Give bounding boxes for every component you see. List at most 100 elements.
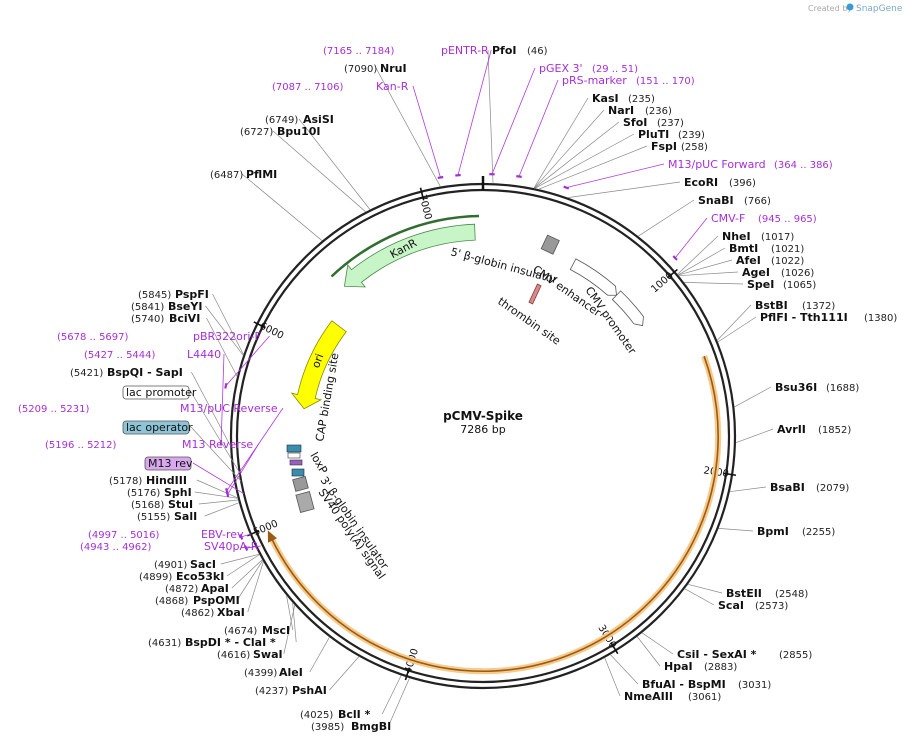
boxed-feature-box-lac-promoter bbox=[122, 385, 190, 400]
enzyme-leader-sali bbox=[204, 502, 240, 517]
enzyme-pos-pflmi: (6487) bbox=[210, 170, 243, 181]
spike-cds-arrowhead bbox=[267, 530, 277, 543]
enzyme-leader-bmgbi bbox=[388, 677, 410, 727]
plasmid-name: pCMV-Spike bbox=[443, 409, 523, 423]
sv40-polya-box bbox=[295, 491, 315, 513]
enzyme-site-bcivi: BciVI (5740) bbox=[131, 312, 238, 377]
enzyme-site-bstbi: BstBI(1372) bbox=[716, 299, 835, 341]
enzyme-leader-pluti bbox=[534, 133, 635, 189]
lac-promoter-box bbox=[286, 444, 302, 453]
enzyme-name-pflmi: PflMI bbox=[246, 168, 277, 181]
boxed-feature-label-lac-operator: lac operator bbox=[126, 421, 193, 434]
boxed-feature-label-m13-rev: M13 rev bbox=[148, 457, 193, 470]
primer-range-m13-puc-reverse: (5209 .. 5231) bbox=[18, 404, 90, 415]
enzyme-name-bpu10i: Bpu10I bbox=[277, 125, 321, 138]
enzyme-leader-nrui bbox=[375, 67, 441, 187]
enzyme-site-sfoi: SfoI(237) bbox=[534, 116, 684, 189]
enzyme-pos-spei: (1065) bbox=[783, 280, 816, 291]
enzyme-leader-pspfi bbox=[212, 293, 244, 355]
annotation-labels: PfoI(46)NruI(7090)AsiSI(6749)Bpu10I(6727… bbox=[18, 44, 897, 733]
enzyme-pos-afei: (1022) bbox=[771, 256, 804, 267]
enzyme-name-apai: ApaI bbox=[201, 582, 229, 595]
boxed-feature-lac-operator: lac operator bbox=[122, 420, 242, 482]
enzyme-pos-kasi: (235) bbox=[628, 94, 655, 105]
enzyme-name-agei: AgeI bbox=[742, 266, 770, 279]
primer-bind-site-m13-reverse bbox=[225, 491, 230, 498]
enzyme-leader-bfuai-bspmi bbox=[610, 654, 639, 685]
primer-name-prs-marker: pRS-marker bbox=[562, 74, 627, 87]
boxed-feature-box-lac-operator bbox=[122, 420, 190, 435]
enzyme-pos-apai: (4872) bbox=[165, 584, 198, 595]
primer-pbr322ori-f: pBR322ori-F(5678 .. 5697) bbox=[57, 330, 270, 389]
enzyme-name-afei: AfeI bbox=[736, 254, 761, 267]
enzyme-site-hindiii: HindIII(5178) bbox=[109, 474, 238, 499]
enzyme-leader-eco53ki bbox=[226, 554, 260, 577]
enzyme-pos-bsabi: (2079) bbox=[816, 483, 849, 494]
enzyme-name-asisi: AsiSI bbox=[303, 113, 334, 126]
primer-name-pbr322ori-f: pBR322ori-F bbox=[193, 330, 261, 343]
enzyme-leader-saci bbox=[220, 553, 260, 565]
primer-leader-l4440 bbox=[220, 353, 225, 443]
primer-pentr-r: pENTR-R(7165 .. 7184) bbox=[323, 44, 492, 177]
enzyme-pos-bstbi: (1372) bbox=[802, 301, 835, 312]
enzyme-leader-ecori bbox=[567, 181, 681, 198]
enzyme-name-bsu36i: Bsu36I bbox=[775, 381, 817, 394]
enzyme-name-bcivi: BciVI bbox=[169, 312, 200, 325]
enzyme-name-sali: SalI bbox=[174, 510, 197, 523]
primer-sv40pa-r: SV40pA-R(4943 .. 4962) bbox=[80, 540, 261, 553]
enzyme-pos-msci: (4674) bbox=[224, 626, 257, 637]
tick-mark-6000 bbox=[253, 321, 266, 329]
enzyme-leader-hpai bbox=[636, 636, 661, 667]
enzyme-name-bmgbi: BmgBI bbox=[351, 720, 391, 733]
primer-leader-m13-reverse bbox=[227, 443, 259, 495]
primer-leader-kan-r bbox=[412, 85, 441, 178]
enzyme-pos-xbai: (4862) bbox=[181, 608, 214, 619]
enzyme-leader-bcivi bbox=[206, 317, 238, 377]
enzyme-leader-nari bbox=[533, 109, 605, 189]
enzyme-site-nari: NarI(236) bbox=[533, 104, 672, 189]
enzyme-site-nrui: NruI(7090) bbox=[344, 62, 441, 187]
enzyme-pos-saci: (4901) bbox=[154, 560, 187, 571]
enzyme-site-csii-sexai: CsiI - SexAI *(2855) bbox=[641, 632, 812, 661]
enzyme-leader-snabi bbox=[638, 199, 695, 237]
tick-mark-5000 bbox=[246, 530, 260, 537]
primer-range-m13-reverse: (5196 .. 5212) bbox=[45, 440, 117, 451]
enzyme-name-msci: MscI bbox=[262, 624, 290, 637]
enzyme-leader-avrii bbox=[735, 428, 774, 444]
tick-label-5000: 5000 bbox=[252, 518, 280, 538]
plasmid-length: 7286 bp bbox=[460, 423, 505, 436]
enzyme-name-bsabi: BsaBI bbox=[770, 481, 805, 494]
enzyme-leader-scai bbox=[684, 588, 715, 606]
kanr-direction-line bbox=[330, 214, 480, 278]
thrombin-site-box bbox=[528, 283, 542, 305]
enzyme-pos-stui: (5168) bbox=[131, 500, 164, 511]
primer-range-l4440: (5427 .. 5444) bbox=[84, 350, 156, 361]
enzyme-site-bmgbi: BmgBI(3985) bbox=[311, 677, 410, 733]
enzyme-site-snabi: SnaBI(766) bbox=[638, 194, 771, 237]
boxed-feature-leader-m13-rev bbox=[192, 462, 245, 495]
enzyme-name-pfoi: PfoI bbox=[492, 44, 517, 57]
primer-m13-puc-forward: M13/pUC Forward(364 .. 386) bbox=[563, 158, 833, 190]
primer-range-m13-puc-forward: (364 .. 386) bbox=[774, 160, 833, 171]
primer-l4440: L4440(5427 .. 5444) bbox=[84, 348, 225, 446]
enzyme-site-swai: SwaI(4616) bbox=[217, 604, 296, 661]
enzyme-site-xbai: XbaI(4862) bbox=[181, 561, 264, 619]
enzyme-leader-bsteii bbox=[687, 583, 723, 594]
enzyme-leader-bcli bbox=[381, 675, 402, 715]
enzyme-pos-csii-sexai: (2855) bbox=[779, 650, 812, 661]
enzyme-leader-csii-sexai bbox=[641, 632, 674, 655]
primer-range-sv40pa-r: (4943 .. 4962) bbox=[80, 542, 152, 553]
enzyme-leader-nmeaiii bbox=[604, 657, 621, 697]
primer-name-cmv-f: CMV-F bbox=[711, 212, 745, 225]
enzyme-site-sphi: SphI(5176) bbox=[127, 486, 238, 499]
boxed-feature-box-m13-rev bbox=[144, 456, 192, 471]
enzyme-pos-pluti: (239) bbox=[678, 130, 705, 141]
primer-leader-cmv-f bbox=[674, 217, 708, 259]
enzyme-pos-bpmi: (2255) bbox=[802, 527, 835, 538]
primer-leader-pbr322ori-f bbox=[225, 335, 270, 387]
enzyme-site-stui: StuI(5168) bbox=[131, 498, 239, 511]
enzyme-pos-bcivi: (5740) bbox=[131, 314, 164, 325]
enzyme-leader-pshai bbox=[329, 656, 360, 691]
enzyme-name-nrui: NruI bbox=[380, 62, 407, 75]
